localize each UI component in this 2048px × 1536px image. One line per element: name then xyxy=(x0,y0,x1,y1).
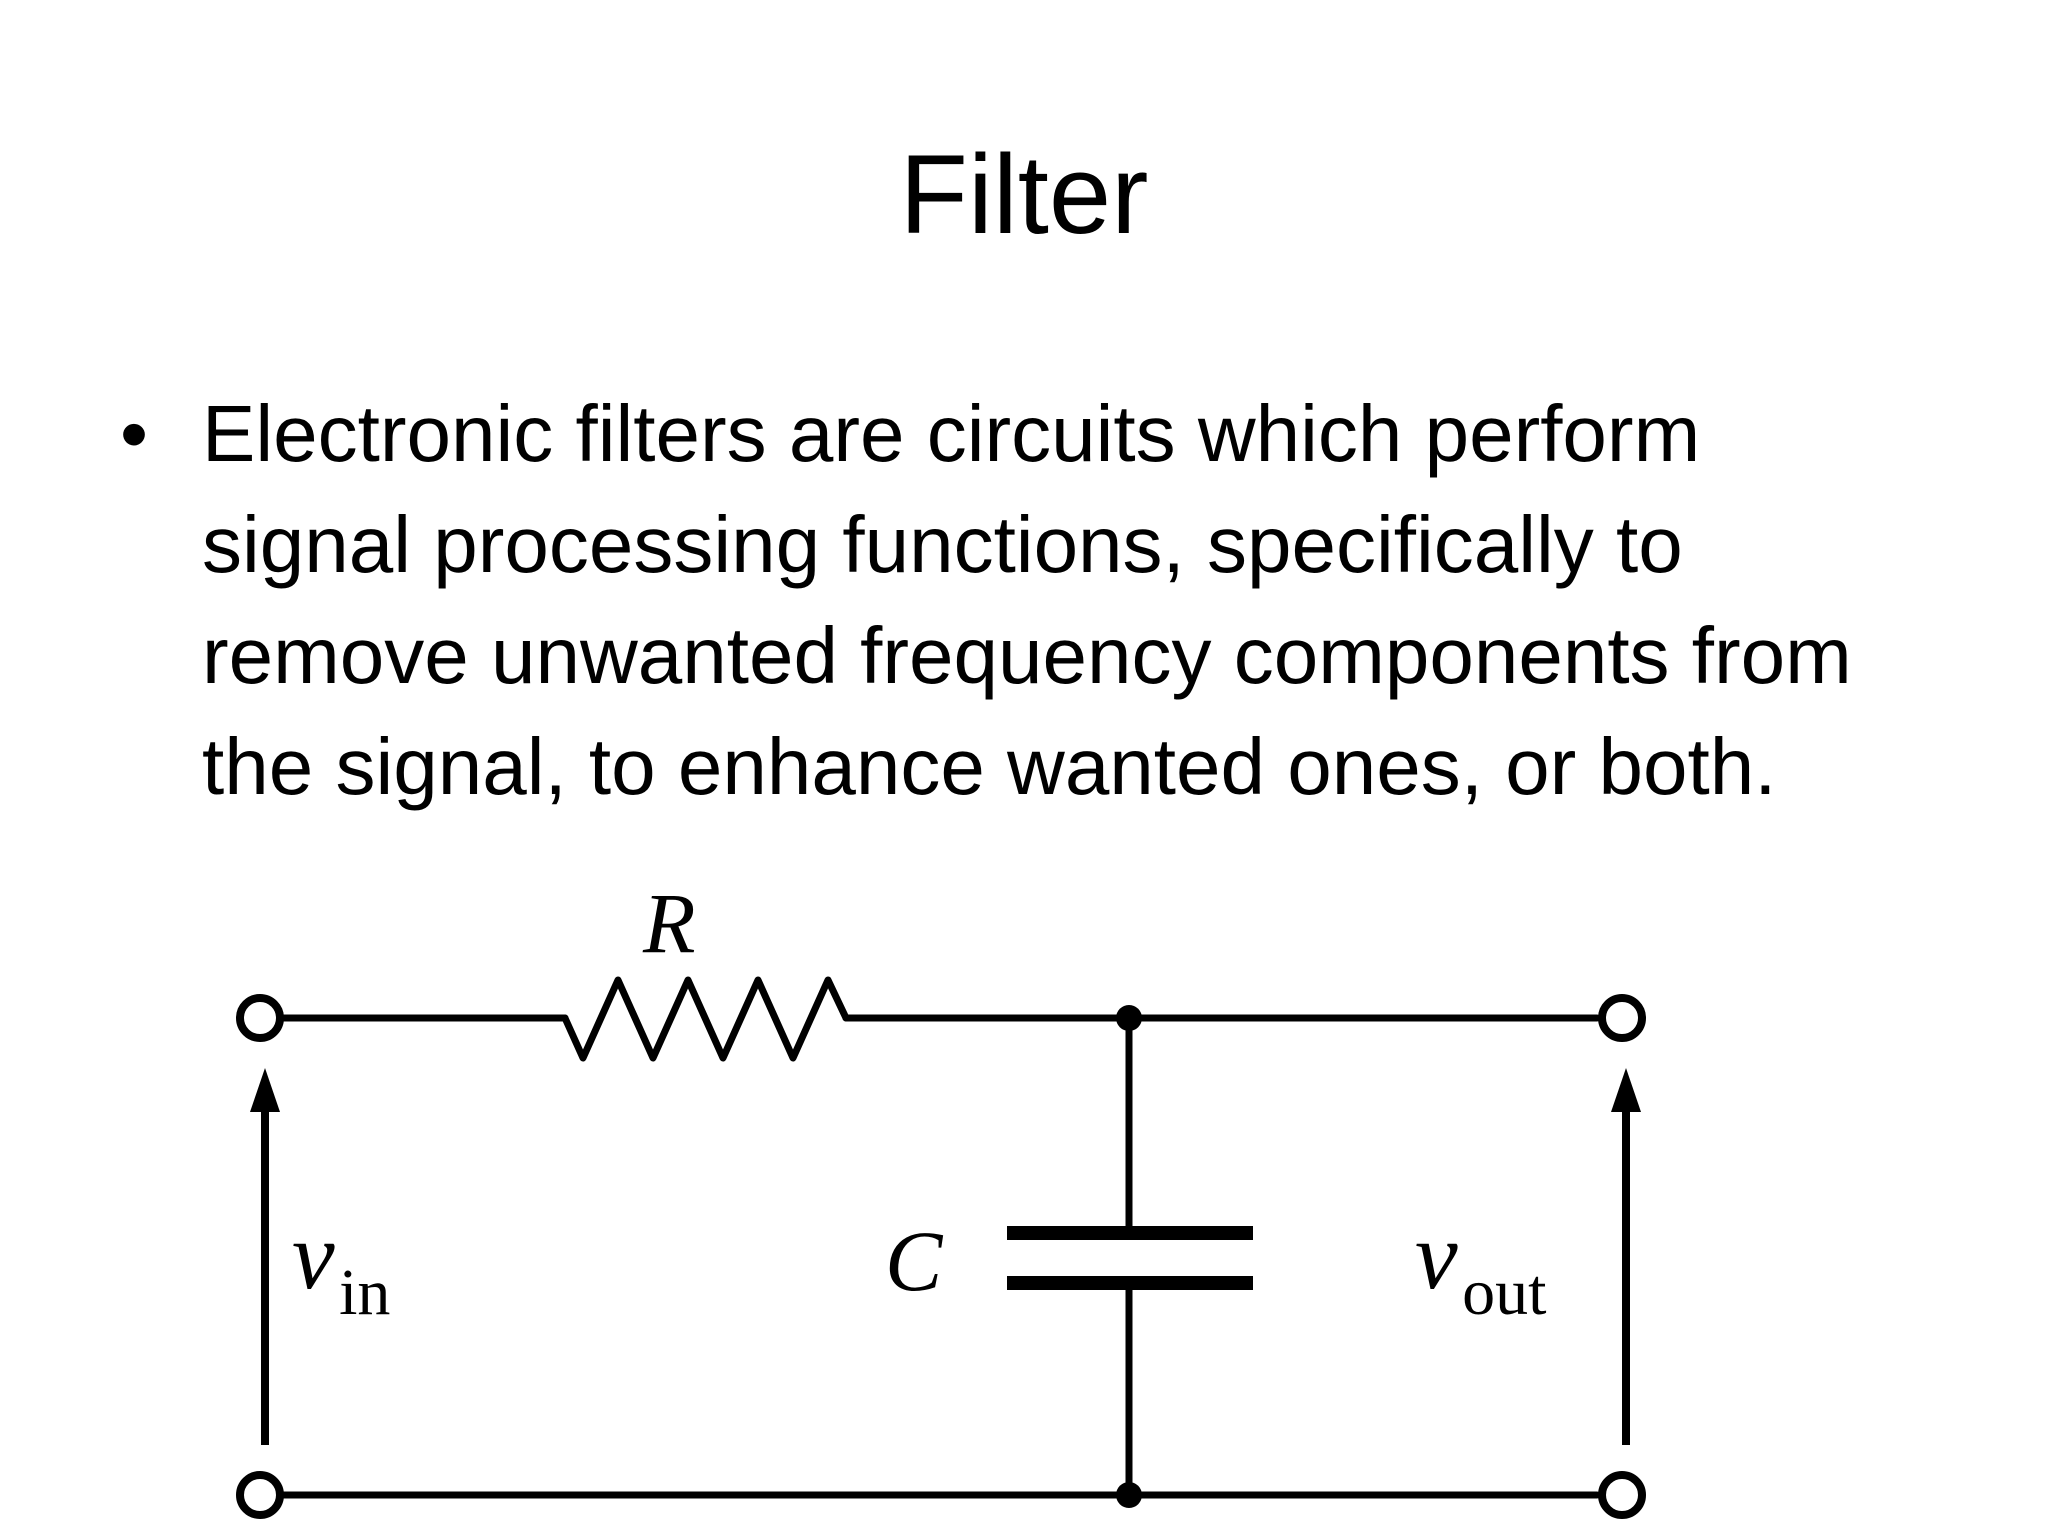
output-terminal-bottom xyxy=(1598,1471,1646,1519)
vin-label: v in xyxy=(292,1202,390,1329)
capacitor-plate-bottom xyxy=(1007,1276,1253,1290)
output-terminal-top xyxy=(1598,994,1646,1042)
slide-title: Filter xyxy=(899,132,1149,257)
bullet-marker: • xyxy=(120,389,149,478)
vout-arrow-head xyxy=(1611,1068,1641,1112)
vin-symbol: v xyxy=(292,1202,335,1309)
resistor-zigzag xyxy=(561,976,850,1062)
vout-subscript: out xyxy=(1462,1256,1546,1329)
vin-subscript: in xyxy=(339,1256,390,1329)
junction-node-bottom xyxy=(1116,1482,1142,1508)
bullet-text: Electronic filters are circuits which pe… xyxy=(202,389,1852,811)
input-terminal-bottom xyxy=(236,1471,284,1519)
junction-node-top xyxy=(1116,1005,1142,1031)
vout-label: v out xyxy=(1415,1202,1546,1329)
input-terminal-top xyxy=(236,994,284,1042)
vout-symbol: v xyxy=(1415,1202,1458,1309)
vin-arrow-head xyxy=(250,1068,280,1112)
bullet-item: • Electronic filters are circuits which … xyxy=(120,378,1900,822)
resistor-label: R xyxy=(642,875,696,971)
capacitor-label: C xyxy=(885,1213,944,1309)
capacitor-plate-top xyxy=(1007,1226,1253,1240)
